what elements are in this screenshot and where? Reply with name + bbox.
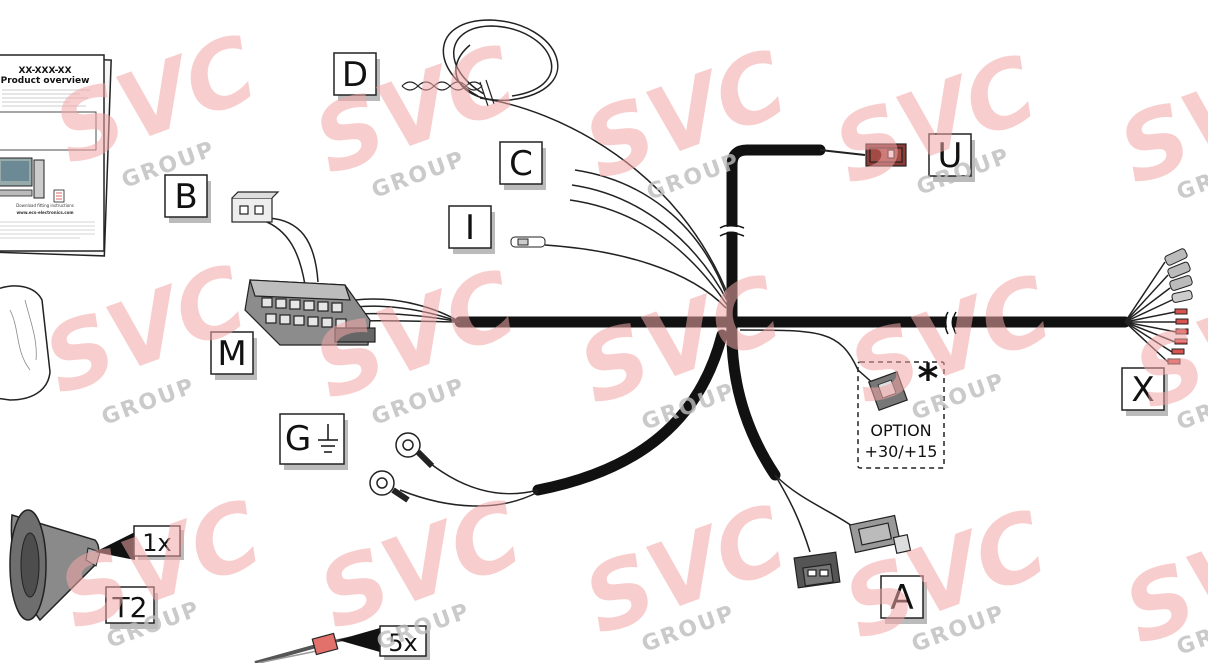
option-star: * (918, 356, 939, 402)
i-terminal (510, 236, 546, 248)
label-qty-1x: 1x (142, 529, 171, 557)
label-m: M (217, 334, 246, 374)
watermark-group: GROUP (369, 147, 469, 204)
watermark-group: GROUP (99, 374, 199, 431)
main-harness (454, 144, 1131, 496)
product-overview-document: XX-XXX-XX Product overview Download fitt… (0, 54, 112, 257)
grommet-icon (9, 509, 101, 622)
watermark-brand: SVC (301, 25, 530, 196)
watermark-group: GROUP (1174, 149, 1208, 206)
plastic-bag-icon (0, 285, 51, 401)
thin-wires (261, 19, 1177, 553)
m-connector (244, 279, 376, 346)
u-connector (819, 143, 907, 167)
watermark-brand: SVC (571, 30, 800, 201)
label-boxes (105, 52, 1168, 660)
watermark-brand: SVC (571, 485, 800, 656)
watermark-brand: SVC (1106, 35, 1208, 206)
document-title: Product overview (1, 76, 90, 86)
option-voltage: +30/+15 (865, 442, 938, 461)
cable-break-marks (718, 224, 957, 336)
label-b: B (174, 177, 197, 217)
label-c: C (509, 144, 533, 184)
watermark-brand: SVC (566, 255, 795, 426)
watermark-brand: SVC (306, 480, 535, 651)
watermark-brand: SVC (31, 245, 260, 416)
label-t2: T2 (112, 591, 148, 624)
watermark-brand: SVC (836, 255, 1065, 426)
watermark-brand: SVC (1111, 495, 1208, 663)
label-i: I (465, 208, 475, 248)
watermark-layer: SVC GROUP SVC GROUP SVC GROUP SVC GROUP … (31, 15, 1208, 663)
label-qty-5x: 5x (388, 629, 417, 657)
label-g: G (285, 419, 311, 459)
twisted-pair (401, 81, 483, 91)
watermark-group: GROUP (639, 601, 739, 658)
watermark-group: GROUP (1174, 604, 1208, 661)
document-code: XX-XXX-XX (18, 66, 71, 76)
label-u: U (938, 136, 963, 176)
ground-symbol-icon (318, 424, 338, 453)
watermark-brand: SVC (831, 490, 1060, 661)
watermark-group: GROUP (1174, 379, 1208, 436)
x-terminals (1164, 248, 1193, 365)
pointer-5x (338, 628, 380, 652)
label-d: D (342, 55, 368, 95)
pointer-1x (95, 532, 135, 560)
option-label: OPTION (870, 421, 931, 440)
label-a: A (890, 578, 913, 618)
document-footer-instructions: Download fitting instructions (16, 203, 74, 208)
a-connector (793, 514, 912, 589)
ground-ring-terminals (369, 432, 435, 503)
document-footer-url: www.ecs-electronics.com (16, 210, 73, 215)
option-connector (857, 361, 945, 469)
b-connector (231, 191, 280, 223)
label-x: X (1131, 370, 1154, 410)
watermark-group: GROUP (369, 374, 469, 431)
